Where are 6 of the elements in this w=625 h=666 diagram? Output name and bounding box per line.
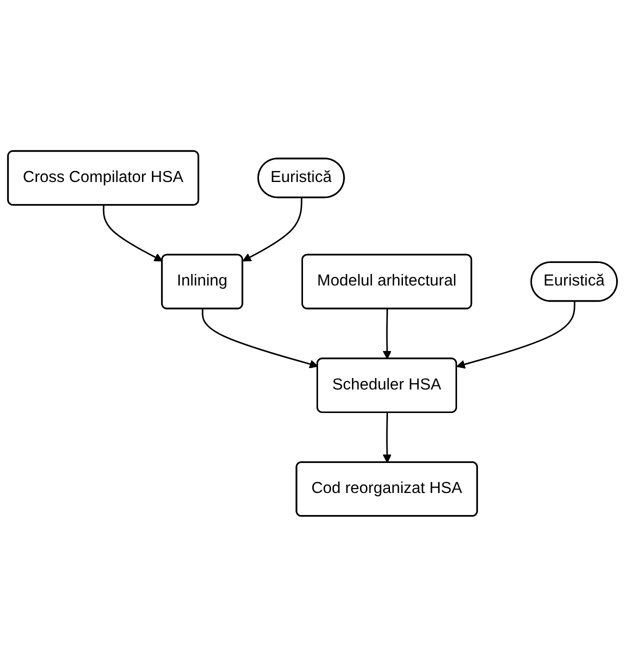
- arrow: [202, 308, 318, 368]
- arrow: [102, 204, 163, 261]
- arrow: [382, 412, 392, 463]
- arrow: [456, 301, 576, 368]
- arrow: [382, 308, 392, 359]
- arrow: [242, 197, 302, 261]
